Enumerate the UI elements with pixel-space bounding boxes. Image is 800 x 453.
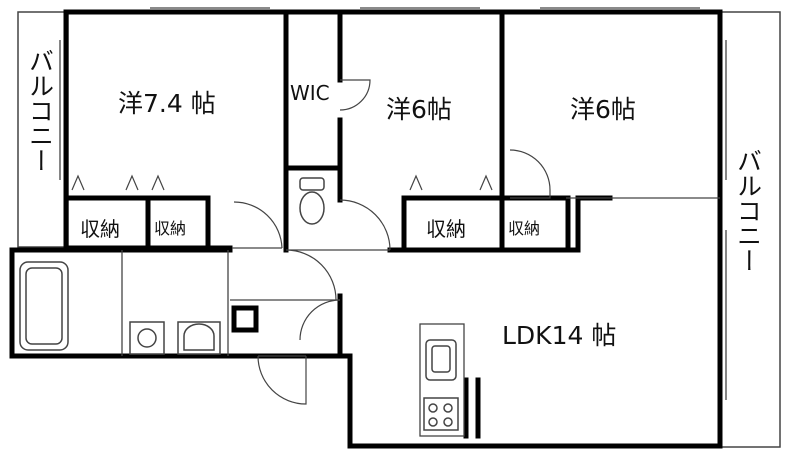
balcony-label-right: バルコニー: [734, 148, 763, 273]
storage-label-center-small: 収納: [508, 219, 540, 238]
stove-icon: [423, 397, 459, 431]
balcony-label-left: バルコニー: [26, 48, 55, 173]
room-label-western-right: 洋6帖: [570, 95, 636, 124]
storage-label-center-large: 収納: [426, 217, 466, 241]
room-label-western-center: 洋6帖: [386, 95, 452, 124]
toilet-icon: [299, 177, 325, 225]
room-label-wic: WIC: [290, 81, 330, 105]
door-swings: [232, 79, 551, 405]
room-label-ldk: LDK14 帖: [502, 321, 616, 350]
storage-label-left-small: 収納: [154, 219, 186, 238]
sink-icon: [425, 339, 457, 381]
closet-markers: [71, 174, 493, 191]
washer-icon: [129, 321, 165, 355]
washbasin-icon: [177, 321, 221, 355]
walls: [9, 9, 723, 449]
room-label-western-left: 洋7.4 帖: [118, 89, 216, 118]
storage-label-left-large: 収納: [80, 217, 120, 241]
bathtub-icon: [19, 261, 69, 351]
thin-lines: [59, 7, 727, 437]
